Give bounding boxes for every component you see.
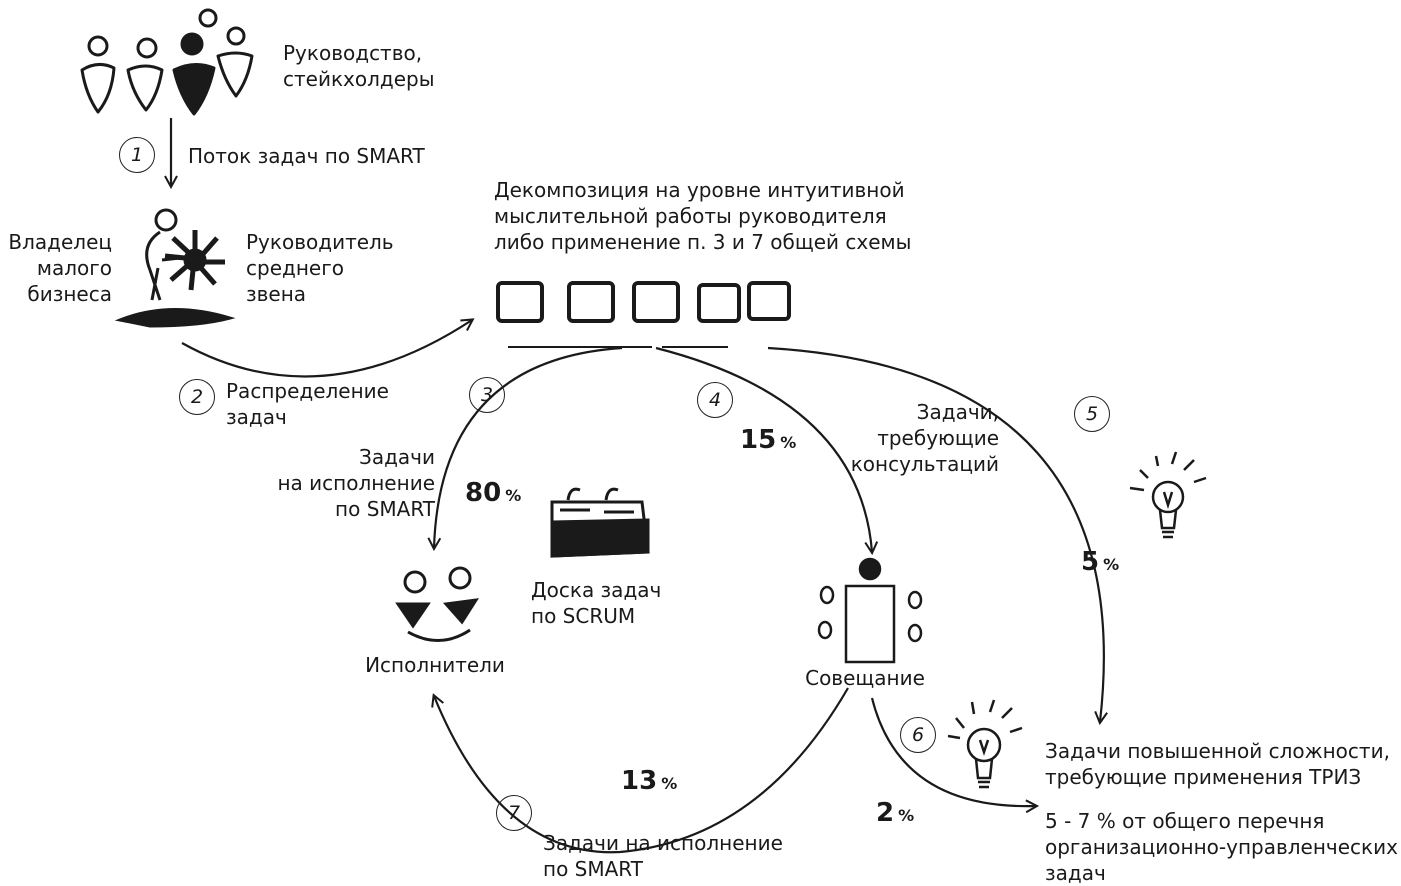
owner-label: Владелец малого бизнеса [8,230,112,306]
triz-tasks-label: Задачи повышенной сложности, требующие п… [1045,739,1390,789]
middle-manager-label: Руководитель среднего звена [246,230,394,306]
task-boxes-icon [496,281,791,323]
step-number-7: 7 [496,795,532,831]
step-number-5: 5 [1074,396,1110,432]
percent-15: 15% [740,425,797,455]
step-number-3: 3 [469,377,505,413]
percent-2: 2% [876,798,915,828]
step-number-1: 1 [119,137,155,173]
arrow-step6 [870,697,1036,806]
percent-13: 13% [621,766,678,796]
lightbulb-icon [947,699,1023,789]
scrum-board-icon [550,487,650,558]
step-number-4: 4 [697,382,733,418]
step3-tasks-label: Задачи на исполнение по SMART [277,445,435,521]
arrow-step2 [181,320,472,378]
step1-label: Поток задач по SMART [188,144,425,168]
executors-icon [395,566,479,642]
step2-label: Распределение задач [226,379,389,429]
arrow-step4 [655,346,872,552]
step4-tasks-label: Задачи, требующие консультаций [850,400,999,476]
step7-tasks-label: Задачи на исполнение по SMART [543,831,783,881]
executors-label: Исполнители [365,653,505,677]
board-label: Доска задач по SCRUM [531,578,662,628]
percent-80: 80% [465,478,522,508]
lightbulb-icon [1129,451,1207,539]
step-number-2: 2 [179,379,215,415]
arrow-step5 [767,346,1104,722]
step-number-6: 6 [900,717,936,753]
decomposition-label: Декомпозиция на уровне интуитивной мысли… [494,178,912,254]
stakeholders-label: Руководство, стейкхолдеры [283,41,435,91]
manager-wheel-icon [114,208,236,328]
percent-5: 5% [1081,547,1120,577]
stakeholders-icon [80,8,254,116]
meeting-icon [817,557,923,664]
triz-share-label: 5 - 7 % от общего перечня организационно… [1045,809,1398,885]
arrow-step7 [434,687,849,854]
meeting-label: Совещание [805,666,925,690]
